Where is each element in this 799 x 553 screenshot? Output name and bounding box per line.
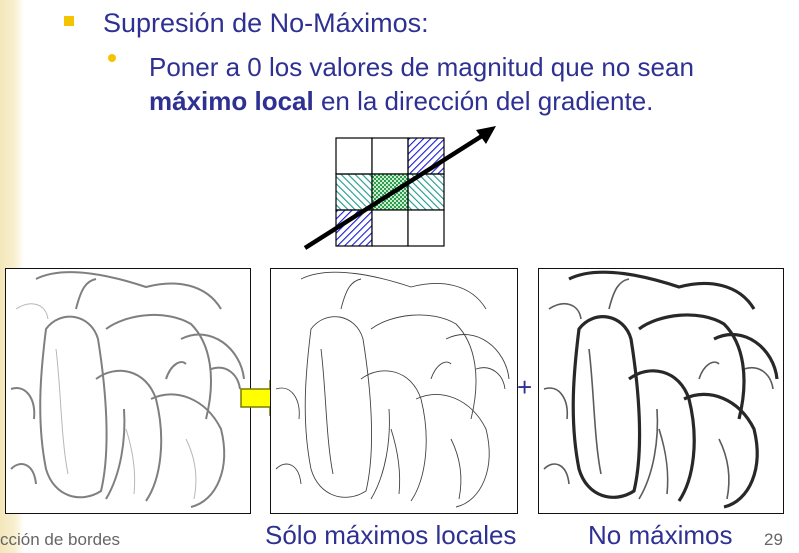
sub-bullet-text-part1: Poner a 0 los valores de magnitud que no… <box>149 52 694 82</box>
grid-cells <box>335 137 445 247</box>
grid-cell-1-0 <box>335 173 373 211</box>
peppers-thin-edges <box>275 271 510 508</box>
caption-non-maxima: No máximos <box>588 520 733 550</box>
peppers-thick-edges <box>543 270 779 509</box>
sub-bullet-bold-term: máximo local <box>149 86 314 116</box>
square-bullet-icon <box>64 16 74 26</box>
grid-cell-0-1 <box>371 137 409 175</box>
local-maxima-image <box>270 268 518 514</box>
sub-bullet-text-part2: en la dirección del gradiente. <box>313 86 654 116</box>
peppers-soft-edges <box>10 271 245 508</box>
page-number: 29 <box>764 530 783 549</box>
round-bullet-icon <box>108 54 116 62</box>
footer-title: cción de bordes <box>0 530 121 549</box>
sub-bullet-text: Poner a 0 los valores de magnitud que no… <box>149 50 769 118</box>
heading-bullet-text: Supresión de No-Máximos: <box>103 8 429 38</box>
grid-cell-2-2 <box>407 209 445 247</box>
non-maxima-image <box>538 268 784 514</box>
nms-grid-diagram <box>303 126 496 250</box>
plus-sign: + <box>517 372 533 402</box>
grid-cell-2-1 <box>371 209 409 247</box>
diagonal-arrow-icon <box>303 126 496 250</box>
gradient-magnitude-image <box>5 268 251 514</box>
grid-cell-0-2 <box>407 137 445 175</box>
caption-local-maxima: Sólo máximos locales <box>265 520 517 550</box>
grid-cell-0-0 <box>335 137 373 175</box>
